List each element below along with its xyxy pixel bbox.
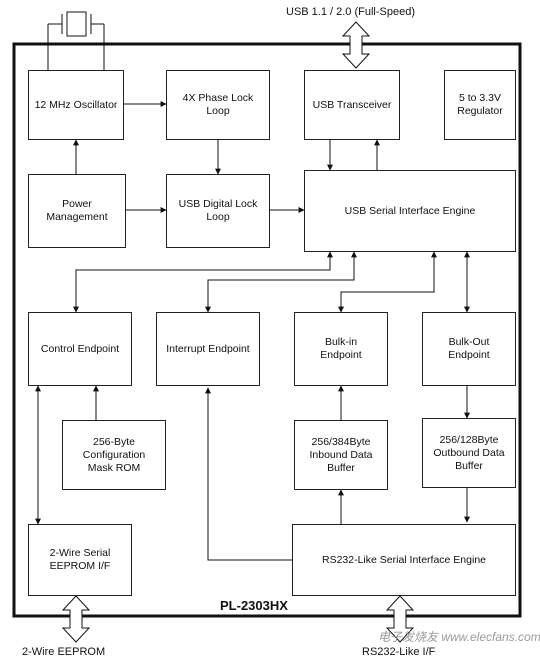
control-endpoint-block: Control Endpoint xyxy=(28,312,132,386)
arrow-sie-bulkin xyxy=(338,251,437,313)
eeprom-if-block: 2-Wire Serial EEPROM I/F xyxy=(28,524,132,596)
usb-bus-arrow xyxy=(341,21,371,69)
pll-block: 4X Phase Lock Loop xyxy=(166,70,270,140)
rs232-bus-arrow xyxy=(385,595,415,643)
bulk-in-endpoint-block: Bulk-in Endpoint xyxy=(294,312,388,386)
usb-dll-block: USB Digital Lock Loop xyxy=(166,174,270,248)
usb-sie-block: USB Serial Interface Engine xyxy=(304,170,516,252)
inbound-buffer-block: 256/384Byte Inbound Data Buffer xyxy=(294,420,388,490)
outbound-buffer-block: 256/128Byte Outbound Data Buffer xyxy=(422,418,516,488)
chip-outline xyxy=(12,42,522,618)
crystal-icon xyxy=(47,11,105,70)
chip-name: PL-2303HX xyxy=(220,598,288,613)
config-rom-block: 256-Byte Configuration Mask ROM xyxy=(62,420,166,490)
usb-transceiver-block: USB Transceiver xyxy=(304,70,400,140)
usb-label: USB 1.1 / 2.0 (Full-Speed) xyxy=(286,6,416,18)
rs232-sie-block: RS232-Like Serial Interface Engine xyxy=(292,524,516,596)
rs232-label: RS232-Like I/F xyxy=(362,646,436,658)
arrow-rs232-interrupt xyxy=(205,387,292,561)
arrow-sie-interrupt xyxy=(205,251,357,313)
arrow-sie-control xyxy=(73,251,333,313)
power-management-block: Power Management xyxy=(28,174,126,248)
eeprom-bus-arrow xyxy=(61,595,91,643)
regulator-block: 5 to 3.3V Regulator xyxy=(444,70,516,140)
eeprom-label: 2-Wire EEPROM xyxy=(22,646,106,658)
interrupt-endpoint-block: Interrupt Endpoint xyxy=(156,312,260,386)
bulk-out-endpoint-block: Bulk-Out Endpoint xyxy=(422,312,516,386)
oscillator-block: 12 MHz Oscillator xyxy=(28,70,124,140)
watermark: 电子发烧友 www.elecfans.com xyxy=(378,630,540,644)
